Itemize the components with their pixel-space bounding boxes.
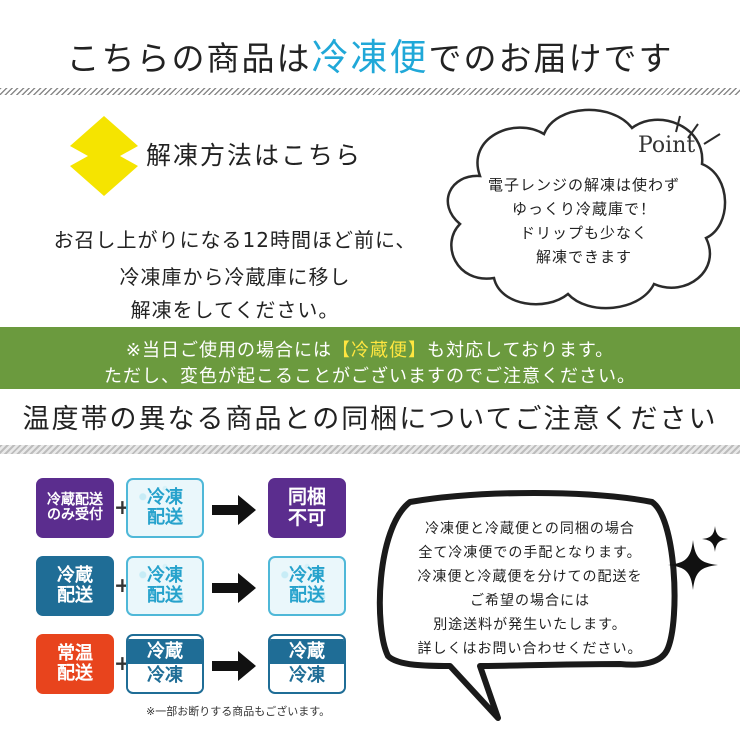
badge-text: 冷凍 — [270, 664, 344, 689]
arrow-right-icon — [212, 573, 256, 603]
badge-not-combinable: 同梱 不可 — [268, 478, 346, 538]
badge-text: 配送 — [289, 585, 325, 606]
bubble-line-6: 詳しくはお問い合わせください。 — [417, 641, 643, 657]
badge-frozen-delivery: 冷凍 配送 — [126, 556, 204, 616]
warning-heading: 温度帯の異なる商品との同梱についてご注意ください — [22, 404, 718, 435]
title-accent: 冷凍便 — [311, 36, 429, 79]
badge-text: のみ受付 — [47, 507, 103, 523]
badge-text: 冷凍 — [147, 565, 183, 587]
sparkle-icon — [668, 540, 718, 590]
badge-text: 同梱 — [287, 486, 326, 509]
badge-text: 常温 — [57, 643, 93, 665]
badge-chilled-frozen-result: 冷蔵 冷凍 — [268, 634, 346, 694]
badge-text: 冷凍 — [128, 664, 202, 689]
bubble-line-5: 別途送料が発生いたします。 — [433, 617, 627, 633]
sparkle-icon — [702, 526, 728, 552]
badge-text: 冷凍 — [289, 565, 325, 587]
badge-frozen-delivery: 冷凍 配送 — [126, 478, 204, 538]
badge-text: 配送 — [147, 507, 183, 528]
badge-ambient-delivery: 常温 配送 — [36, 634, 114, 694]
thaw-line-2: 冷凍庫から冷蔵庫に移し — [119, 265, 351, 289]
point-label: Point — [638, 133, 696, 158]
chevron-left-icon — [70, 116, 138, 196]
band-note-1-prefix: ※当日ご使用の場合には — [125, 340, 332, 361]
band-note-1-highlight: 【冷蔵便】 — [331, 340, 427, 361]
badge-chilled-only: 冷蔵配送 のみ受付 — [36, 478, 114, 538]
badge-text: 冷蔵 — [128, 639, 202, 664]
badge-text: 冷蔵 — [57, 565, 93, 587]
bubble-line-4: ご希望の場合には — [470, 593, 590, 609]
bubble-line-3: 冷凍便と冷蔵便を分けての配送を — [417, 569, 643, 585]
bubble-line-2: 全て冷凍便での手配となります。 — [418, 545, 642, 561]
speech-bubble-icon — [376, 490, 678, 721]
badge-text: 冷蔵 — [270, 639, 344, 664]
thaw-line-1: お召し上がりになる12時間ほど前に、 — [53, 228, 417, 252]
thaw-heading: 解凍方法はこちら — [146, 141, 363, 170]
badge-text: 配送 — [57, 663, 93, 684]
badge-chilled-delivery: 冷蔵 配送 — [36, 556, 114, 616]
band-note-1: ※当日ご使用の場合には【冷蔵便】も対応しております。 — [0, 336, 740, 362]
badge-text: 配送 — [147, 585, 183, 606]
badge-chilled-frozen: 冷蔵 冷凍 — [126, 634, 204, 694]
title-suffix: でのお届けです — [428, 39, 674, 78]
thaw-line-3: 解凍をしてください。 — [130, 298, 340, 322]
green-notice-band — [0, 327, 740, 389]
cloud-bubble-icon — [446, 108, 727, 310]
band-note-2: ただし、変色が起こることがございますのでご注意ください。 — [104, 366, 636, 387]
arrow-right-icon — [212, 495, 256, 525]
divider-hatch-gray — [0, 445, 740, 454]
divider-hatch — [0, 88, 740, 95]
point-line-3: ドリップも少なく — [519, 224, 648, 242]
badge-text: 冷蔵配送 — [47, 491, 103, 508]
badge-text: 冷凍 — [147, 487, 183, 509]
bubble-line-1: 冷凍便と冷蔵便との同梱の場合 — [425, 521, 635, 537]
arrow-right-icon — [212, 651, 256, 681]
footnote: ※一部お断りする商品もございます。 — [146, 705, 331, 718]
point-line-1: 電子レンジの解凍は使わず — [487, 176, 680, 194]
band-note-1-suffix: も対応しております。 — [426, 340, 615, 361]
point-line-2: ゆっくり冷蔵庫で！ — [511, 200, 656, 218]
page-title: こちらの商品は冷凍便でのお届けです — [0, 28, 740, 88]
badge-text: 配送 — [57, 585, 93, 606]
badge-frozen-result: 冷凍 配送 — [268, 556, 346, 616]
title-prefix: こちらの商品は — [66, 39, 312, 78]
point-line-4: 解凍できます — [535, 248, 632, 266]
badge-text: 不可 — [287, 507, 326, 529]
